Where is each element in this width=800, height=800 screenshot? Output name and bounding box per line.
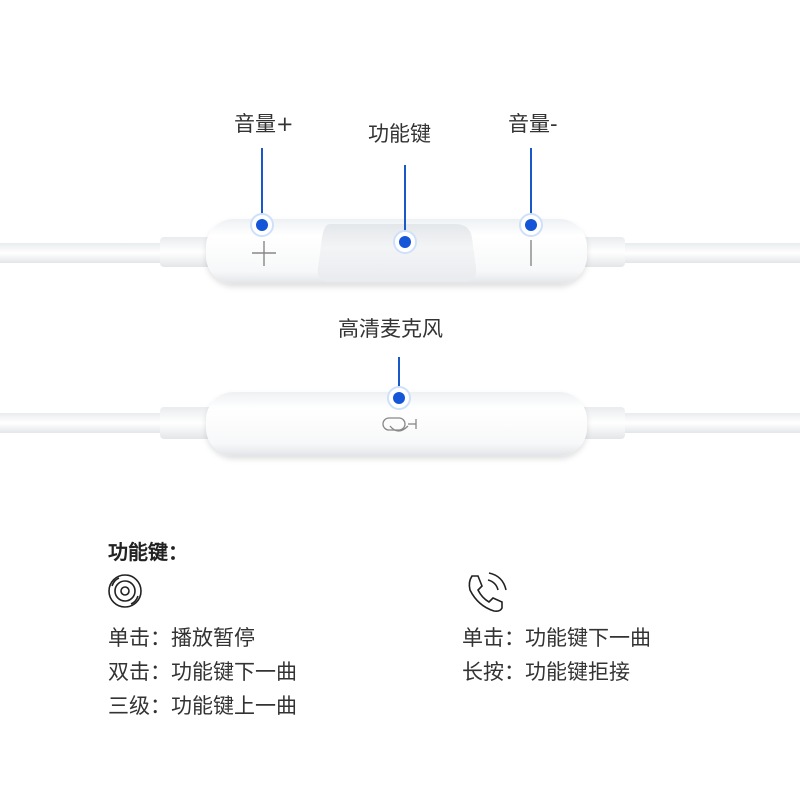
cable-left-bottom [0, 413, 175, 433]
label-volume-down: 音量- [508, 112, 558, 136]
row-value: 功能键上一曲 [171, 694, 297, 718]
cable-right [600, 243, 800, 263]
callout-dot-mic [387, 386, 411, 410]
list-item: 三级：功能键上一曲 [108, 696, 297, 717]
plus-icon [252, 241, 276, 266]
list-item: 双击：功能键下一曲 [108, 662, 297, 683]
row-key: 单击： [462, 626, 525, 650]
cable-strain-right-bottom [575, 407, 625, 439]
cable-strain-left [160, 237, 215, 267]
list-item: 长按：功能键拒接 [462, 662, 630, 683]
row-value: 功能键下一曲 [171, 660, 297, 684]
cable-left [0, 243, 175, 263]
label-microphone: 高清麦克风 [338, 317, 443, 341]
row-key: 单击： [108, 626, 171, 650]
cable-right-bottom [600, 413, 800, 433]
cable-strain-right [575, 237, 625, 267]
row-key: 双击： [108, 660, 171, 684]
row-key: 三级： [108, 694, 171, 718]
microphone-icon [382, 417, 417, 432]
label-function-key: 功能键 [368, 122, 431, 146]
remote-body-bottom [206, 392, 587, 456]
callout-dot-volume-down [519, 213, 543, 237]
callout-dot-volume-up [250, 213, 274, 237]
row-value: 播放暂停 [171, 626, 255, 650]
callout-dot-function [393, 230, 417, 254]
list-item: 单击：功能键下一曲 [462, 628, 651, 649]
microphone-remote [0, 392, 800, 456]
function-button-recess [317, 224, 477, 282]
remote-control [0, 219, 800, 284]
phone-icon [468, 572, 507, 612]
list-item: 单击：播放暂停 [108, 628, 255, 649]
row-value: 功能键拒接 [525, 660, 630, 684]
functions-title: 功能键： [108, 540, 188, 564]
cable-strain-left-bottom [160, 407, 215, 439]
row-key: 长按： [462, 660, 525, 684]
disc-icon [108, 574, 142, 608]
label-volume-up: 音量+ [234, 112, 294, 136]
row-value: 功能键下一曲 [525, 626, 651, 650]
